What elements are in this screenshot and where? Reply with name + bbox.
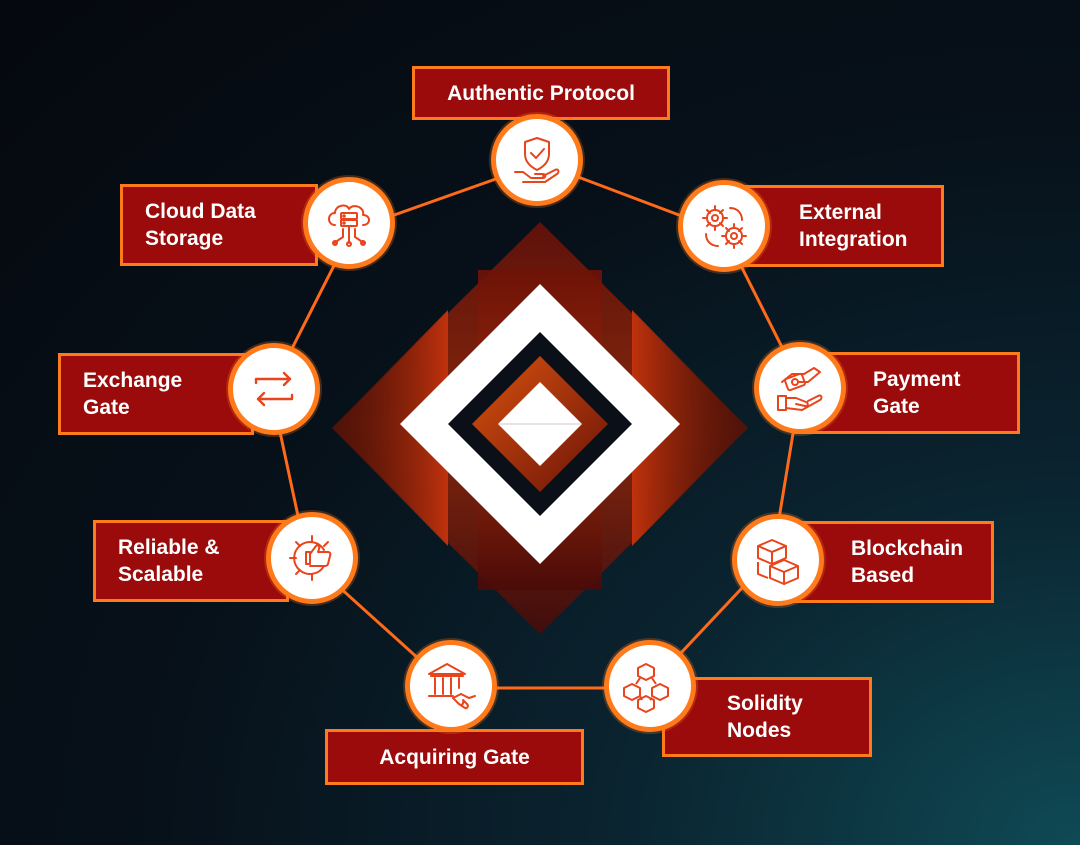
node-cloud-data-storage: [303, 177, 395, 269]
cloud-server-icon: [328, 204, 370, 247]
gears-icon: [702, 205, 747, 249]
node-authentic-protocol: [491, 114, 583, 206]
label-reliable-scalable: Reliable & Scalable: [93, 520, 289, 602]
label-authentic-protocol: Authentic Protocol: [412, 66, 670, 120]
exchange-arrows-icon: [254, 371, 294, 407]
label-exchange-gate: Exchange Gate: [58, 353, 254, 435]
node-acquiring-gate: [405, 640, 497, 732]
node-payment-gate: [754, 342, 846, 434]
label-acquiring-gate: Acquiring Gate: [325, 729, 584, 785]
network-nodes-icon: [623, 663, 669, 713]
right-chevron: [632, 310, 748, 546]
left-chevron: [332, 310, 448, 546]
label-solidity-nodes: Solidity Nodes: [662, 677, 872, 757]
node-solidity-nodes: [604, 640, 696, 732]
node-reliable-scalable: [266, 512, 358, 604]
bank-handshake-icon: [428, 663, 476, 710]
node-exchange-gate: [228, 343, 320, 435]
ring-lines: [269, 161, 803, 690]
node-external-integration: [678, 180, 770, 272]
label-cloud-data-storage: Cloud Data Storage: [120, 184, 318, 266]
payment-hands-icon: [777, 367, 823, 411]
blocks-icon: [757, 539, 799, 585]
shield-hand-icon: [514, 137, 560, 183]
gear-thumbs-up-icon: [289, 535, 332, 581]
node-blockchain-based: [732, 514, 824, 606]
